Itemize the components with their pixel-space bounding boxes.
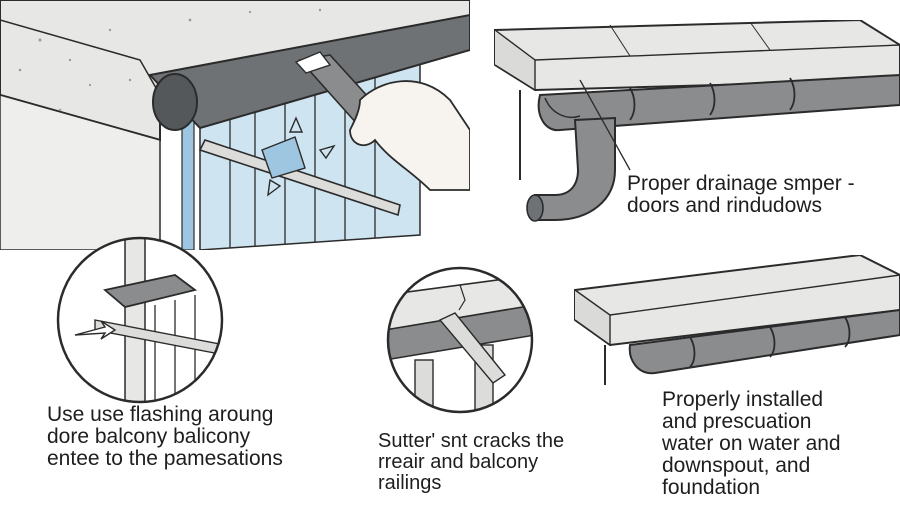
caption-gutter: Properly installed and prescuation water… [662,388,841,500]
caption-drainage: Proper drainage smper - doors and rindud… [627,172,855,218]
sealant-strip [181,107,195,250]
crack-repair-detail-circle [385,265,535,415]
rail-tape-wrap [261,136,306,179]
downspout [534,116,616,221]
hand [349,80,470,191]
caption-flashing: Use use flashing aroung dore balcony bal… [47,403,283,471]
flashing-piece [103,274,198,308]
gutter [628,308,900,375]
crack-repair-tool [438,312,507,384]
gutter [537,73,900,132]
airflow-arrows [267,116,336,197]
gutter-install-illustration [570,255,900,385]
arrow-icon [74,320,117,340]
handrail [198,139,401,217]
flashing-detail-circle [55,235,225,405]
gutter-downspout-illustration [490,20,900,240]
balcony-rail-illustration [0,0,470,250]
caption-cracks: Sutter' snt cracks the rreair and balcon… [378,430,565,494]
